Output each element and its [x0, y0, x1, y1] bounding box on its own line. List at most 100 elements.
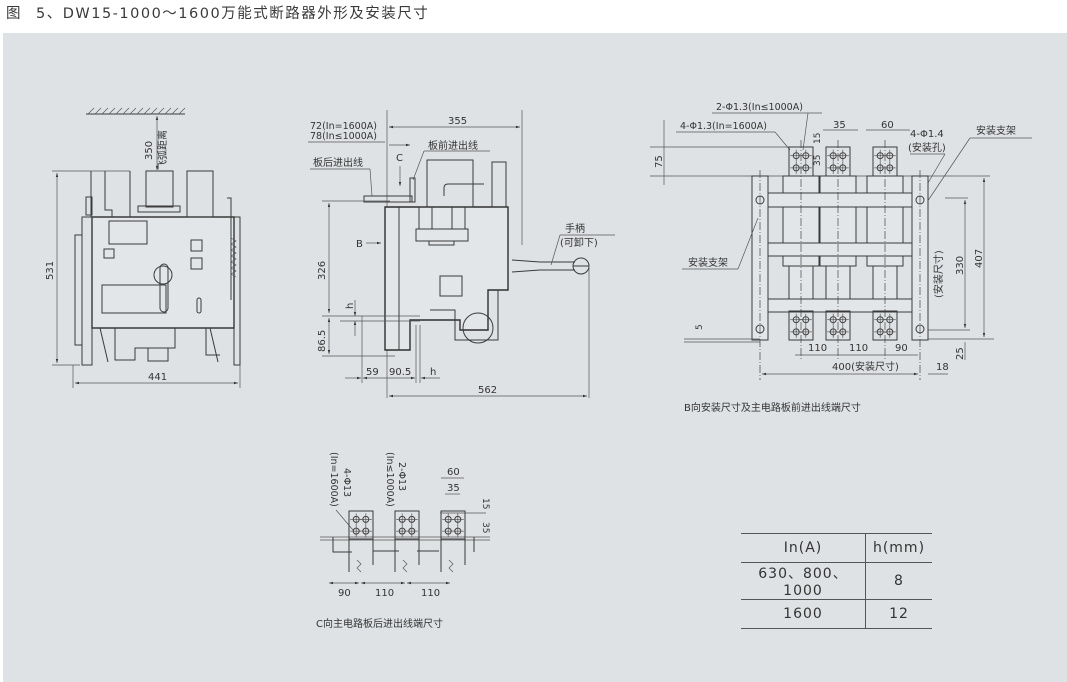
table-row: 1600 12 [741, 599, 932, 629]
terminal-stem [440, 539, 466, 572]
dim-59-text: 59 [366, 367, 379, 378]
b-view-caption: B向安装尺寸及主电路板前进出线端尺寸 [684, 401, 861, 414]
c-hole-2-note: (In≤1000A) [384, 452, 395, 507]
side-view: 72(In=1600A) 78(In≤1000A) 355 板前进出线 板后进出… [308, 110, 615, 398]
cell-h: 12 [889, 606, 909, 622]
leader-line [412, 150, 425, 181]
c-direction-label: C [396, 153, 403, 164]
c-view: (In=1600A) 4-Φ13 (In≤1000A) 2-Φ13 60 35 … [316, 452, 490, 630]
handle-label: 手柄 [565, 222, 585, 235]
cell-h: 8 [894, 573, 904, 589]
nameplate [108, 220, 148, 245]
hole-2-label: 2-Φ1.3(In≤1000A) [716, 102, 803, 113]
dim-326-text: 326 [317, 261, 328, 280]
bracket-label-right: 安装支架 [976, 124, 1016, 137]
c-dim-90-text: 90 [338, 588, 351, 599]
mount-hole-note: (安装孔) [908, 141, 946, 154]
dim-86-5-text: 86.5 [317, 330, 328, 352]
label-front-wiring: 板前进出线 [428, 139, 478, 152]
dim-60-top-text: 60 [881, 120, 894, 131]
header-in: In(A) [741, 533, 866, 563]
gear-circle [462, 312, 494, 344]
slot [196, 297, 202, 314]
leader-line [550, 234, 561, 266]
bracket-label-left: 安装支架 [688, 256, 728, 269]
hole-4-label: 4-Φ1.3(In=1600A) [680, 121, 767, 132]
rear-terminal [348, 510, 374, 540]
figure-number-label: 图 [6, 6, 22, 22]
dim-78-text: 78(In≤1000A) [310, 131, 377, 142]
arc-chute [145, 170, 174, 208]
dim-h-text: h [430, 367, 436, 378]
lower-frame [430, 290, 499, 341]
break-mark [448, 559, 454, 573]
legs [99, 327, 220, 363]
c-dim-35-v-text: 35 [480, 522, 490, 533]
top-block [186, 170, 214, 218]
dim-562-text: 562 [478, 385, 497, 396]
c-terminals [348, 510, 466, 573]
dim-355-text: 355 [448, 116, 467, 127]
leader-line [335, 509, 354, 531]
dim-330-text: 330 [955, 256, 966, 275]
front-terminal [409, 177, 416, 203]
front-view: 350 飞弧距离 531 441 [45, 107, 241, 388]
top-right-block [491, 161, 507, 208]
c-hole-2-label: 2-Φ13 [396, 462, 407, 491]
indicator [103, 248, 115, 259]
c-dim-15-text: 15 [480, 498, 490, 509]
spring-icon [230, 237, 237, 278]
crossbar-top [767, 192, 913, 208]
break-mark [356, 559, 362, 573]
rear-terminal [394, 510, 420, 540]
lower-block [147, 347, 169, 362]
dim-110-b-text: 110 [849, 343, 868, 354]
c-dim-60-text: 60 [447, 467, 460, 478]
header-h: h(mm) [872, 540, 926, 556]
figure-title-text: 5、DW15-1000～1600万能式断路器外形及安装尺寸 [36, 6, 430, 22]
rear-terminal [363, 195, 413, 203]
leader-line [737, 217, 759, 270]
poles [782, 140, 904, 360]
dim-441-text: 441 [148, 372, 167, 383]
c-dim-110-b-text: 110 [421, 588, 440, 599]
mount-hole-label: 4-Φ1.4 [910, 129, 944, 140]
dim-h-vertical-text: h [345, 303, 356, 309]
dim-5-text: 5 [695, 324, 705, 330]
b-direction-label: B [356, 239, 363, 250]
terminal-stem [348, 539, 374, 572]
leader-line [802, 112, 809, 151]
dim-35-top-text: 35 [833, 120, 846, 131]
top-left-parts [90, 171, 131, 217]
terminal-stem [394, 539, 420, 572]
dim-25-text: 25 [955, 347, 966, 360]
lower-panel [101, 284, 167, 314]
dim-90-5-text: 90.5 [389, 367, 411, 378]
install-size-vertical: (安装尺寸) [932, 250, 945, 298]
b-view: 2-Φ1.3(In≤1000A) 4-Φ1.3(In=1600A) 35 60 … [650, 102, 1032, 414]
dim-110-a-text: 110 [808, 343, 827, 354]
dim-350-text: 350 [144, 141, 155, 160]
c-dim-35-text: 35 [447, 483, 460, 494]
arc-chute-base [137, 205, 181, 213]
top-hook [443, 183, 484, 196]
c-dim-110-a-text: 110 [375, 588, 394, 599]
leader-line [924, 137, 971, 206]
knob [153, 265, 173, 285]
cell-in: 1600 [741, 599, 866, 629]
rating-table: In(A) h(mm) 630、800、1000 8 1600 12 [741, 533, 932, 629]
cell-in: 630、800、1000 [741, 562, 866, 600]
dim-75-text: 75 [654, 155, 665, 168]
arc-distance-label: 飞弧距离 [156, 130, 169, 170]
crossbar-mid [767, 242, 913, 257]
ceiling-hatch [87, 107, 186, 115]
frame-sides [332, 537, 475, 553]
dim-15-text: 15 [813, 133, 823, 144]
table-row: 630、800、1000 8 [741, 562, 932, 600]
button-off [190, 257, 203, 270]
left-side-parts [74, 196, 93, 346]
crossbar-bottom [767, 298, 913, 313]
table-header-row: In(A) h(mm) [741, 533, 932, 563]
dim-90-text: 90 [895, 343, 908, 354]
